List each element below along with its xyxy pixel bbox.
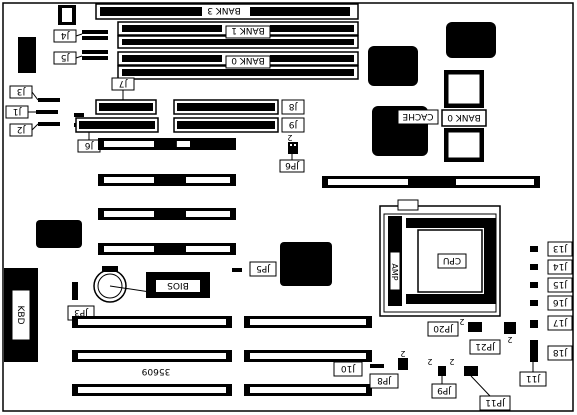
j4-label: J4 — [61, 30, 71, 40]
bios-chip: BIOS — [146, 272, 210, 298]
slot-pc4: PC4 — [98, 243, 236, 255]
amp-label: AMP — [390, 263, 399, 280]
cpu-label: CPU — [443, 255, 461, 265]
j18-label: J18 — [553, 347, 568, 357]
jp9-pin-label: 2 — [427, 357, 432, 366]
j7-label: J7 — [119, 78, 128, 88]
cache-callout: CACHE — [397, 109, 439, 125]
kbd-label: KBD — [15, 305, 25, 324]
jumper-jp11: 2 JP11 — [449, 357, 511, 411]
chip-upper-right — [446, 22, 496, 58]
j11-label: J11 — [526, 373, 541, 383]
jp21-pin-label: 2 — [507, 335, 512, 344]
jp3-label: JP3 — [74, 307, 89, 317]
jp11-pin-label: 2 — [449, 357, 454, 366]
slot-pc2: PC2 — [98, 174, 236, 186]
header-j18: J18 — [530, 340, 573, 362]
header-j16: J16 — [530, 295, 573, 311]
jumper-jp9: 2 JP9 — [427, 357, 457, 399]
j8-label: J8 — [289, 101, 299, 111]
serial-port-block — [18, 37, 36, 73]
j2-callout: J2 — [9, 122, 60, 137]
pc1-label: PC1 — [160, 138, 177, 148]
j4-callout: J4 — [53, 29, 83, 43]
jumper-jp6: 2 JP6 — [279, 133, 305, 173]
jumper-jp20: JP20 2 — [427, 317, 482, 337]
cache-bank-0-label: BANK 0 — [447, 112, 481, 122]
slot-pc1: PC1 — [98, 138, 236, 150]
j6-label: J6 — [85, 140, 95, 150]
j1-label: J1 — [13, 106, 22, 116]
header-j14: J14 — [530, 259, 573, 275]
pc2-label: PC2 — [160, 174, 177, 184]
jp5-callout: JP5 — [232, 261, 277, 277]
bank-1-label: BANK 1 — [231, 25, 265, 35]
bank-3-label: BANK 3 — [207, 5, 241, 15]
header-j9: J9 — [173, 117, 305, 133]
jp8-label: JP8 — [377, 375, 392, 385]
j3-label: J3 — [17, 86, 26, 96]
header-j8: J8 — [173, 99, 305, 115]
slot-pc3: PC3 — [98, 208, 236, 220]
pc4-label: PC4 — [160, 243, 178, 253]
slot-sl1: SL1 — [322, 176, 540, 188]
header-j6: J6 — [75, 117, 159, 153]
j10-label: J10 — [341, 363, 356, 373]
cpu-socket: CPU AMP — [379, 199, 501, 317]
battery — [93, 266, 151, 303]
j5-callout: J5 — [53, 51, 83, 65]
jp5-label: JP5 — [256, 263, 271, 273]
j17-label: J17 — [553, 317, 568, 327]
j5-label: J5 — [61, 52, 70, 62]
jp20-pin-label: 2 — [459, 317, 464, 326]
jumper-jp3: JP3 — [67, 282, 95, 321]
j16-label: J16 — [553, 297, 568, 307]
header-j11: J11 — [519, 362, 547, 387]
bios-label: BIOS — [167, 280, 189, 290]
simm-bank-0: BANK 0 — [117, 51, 359, 80]
j13-label: J13 — [553, 243, 568, 253]
header-j7: J7 — [95, 77, 157, 115]
simm-bank-1: BANK 1 — [117, 21, 359, 49]
keyboard-connector: KBD — [4, 268, 38, 362]
board-outline — [2, 2, 574, 412]
top-connector-left-inner — [62, 8, 72, 22]
jumper-jp21: JP21 2 — [469, 322, 516, 355]
model-number: 35609 — [141, 366, 170, 376]
j1-callout: J1 — [5, 105, 58, 119]
header-j10: J10 — [333, 361, 384, 377]
header-j17: J17 — [530, 315, 573, 331]
bank-0-label: BANK 0 — [231, 55, 265, 65]
isa-slots-lower — [72, 316, 372, 396]
chip-upper-middle — [368, 46, 418, 86]
cache-label: CACHE — [402, 111, 433, 121]
small-header-a — [74, 113, 84, 117]
jp11-label: JP11 — [485, 397, 506, 407]
j3-callout: J3 — [9, 85, 60, 102]
j14-label: J14 — [553, 261, 568, 271]
j2-label: J2 — [17, 124, 26, 134]
pc3-label: PC3 — [160, 208, 177, 218]
header-j13: J13 — [530, 241, 573, 257]
jumper-jp8: 2 JP8 — [369, 349, 408, 389]
jp9-label: JP9 — [437, 385, 452, 395]
header-j4-pins — [82, 30, 108, 40]
chip-left-middle — [36, 220, 82, 248]
header-j15: J15 — [530, 277, 573, 293]
jp20-label: JP20 — [433, 323, 454, 333]
simm-bank-3: BANK 3 — [95, 3, 359, 20]
j9-label: J9 — [289, 119, 299, 129]
header-j5-pins — [82, 50, 108, 60]
jp21-label: JP21 — [475, 341, 496, 351]
cache-sram-stack: BANK 0 — [441, 70, 487, 162]
chip-jp5 — [280, 242, 332, 286]
j15-label: J15 — [553, 279, 568, 289]
jp6-label: JP6 — [285, 160, 300, 170]
jp8-pin-label: 2 — [400, 349, 405, 358]
sl1-label: SL1 — [424, 176, 440, 186]
jp6-pin-label: 2 — [287, 133, 292, 142]
